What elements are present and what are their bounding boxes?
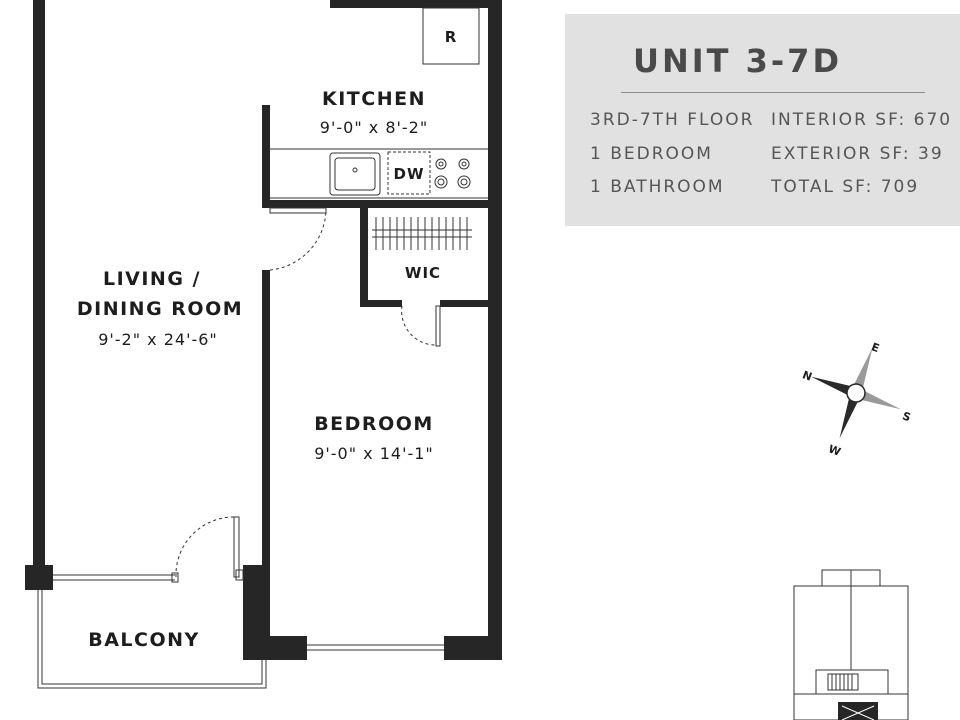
living-kitchen-partition <box>262 105 270 200</box>
kitchen-bedroom-wall <box>262 200 488 208</box>
key-plan-unit-highlight <box>838 702 878 720</box>
bedroom-wall-bottom-right <box>444 636 502 660</box>
unit-title: UNIT 3-7D <box>632 42 842 80</box>
kitchen-dims: 9'-0" x 8'-2" <box>320 118 428 137</box>
wic-shelving <box>372 217 472 250</box>
sink <box>329 152 381 196</box>
compass-e: E <box>870 340 882 355</box>
refrigerator <box>422 7 480 65</box>
floors-text: 3RD-7TH FLOOR <box>590 110 755 130</box>
total-sf-text: TOTAL SF: 709 <box>771 177 920 197</box>
kitchen-door-leaf <box>269 207 327 214</box>
balcony-door-leaf <box>233 516 240 578</box>
key-plan <box>793 569 909 720</box>
living-column <box>25 565 53 590</box>
exterior-sf-text: EXTERIOR SF: 39 <box>771 144 944 164</box>
compass-n: N <box>801 368 815 384</box>
living-label-line2: DINING ROOM <box>77 298 243 320</box>
living-label-line1: LIVING / <box>103 268 201 290</box>
compass-rose <box>810 347 902 439</box>
bedroom-count-text: 1 BEDROOM <box>590 144 713 164</box>
compass-s: S <box>901 409 914 424</box>
bedroom-label: BEDROOM <box>314 413 434 435</box>
balcony-door-swing <box>175 516 237 578</box>
windows <box>53 574 444 651</box>
sink-basin <box>334 157 376 191</box>
interior-sf-text: INTERIOR SF: 670 <box>771 110 953 130</box>
refrigerator-label: R <box>445 28 458 46</box>
title-divider <box>621 92 925 93</box>
compass-w: W <box>827 442 844 459</box>
doors <box>171 207 441 583</box>
bedroom-dims: 9'-0" x 14'-1" <box>314 444 434 463</box>
wic-door-swing <box>401 305 437 346</box>
living-west-wall <box>33 0 45 568</box>
living-dims: 9'-2" x 24'-6" <box>98 330 218 349</box>
kitchen-door-swing <box>269 209 327 271</box>
balcony-door-jamb <box>171 572 179 583</box>
wic-south-wall-left <box>360 300 402 307</box>
wic-door-leaf <box>435 305 441 347</box>
cooktop <box>434 158 471 189</box>
walls <box>25 0 502 660</box>
wic-south-wall-right <box>440 300 488 307</box>
kitchen-fixtures <box>270 7 488 199</box>
wic-label: WIC <box>405 264 441 282</box>
balcony-outline <box>37 590 267 689</box>
bedroom-wall-bottom-left <box>243 636 307 660</box>
wic-west-wall <box>360 208 368 306</box>
east-wall <box>488 0 502 660</box>
kitchen-north-wall <box>330 0 490 8</box>
living-bedroom-partition <box>262 270 270 575</box>
balcony-door-jamb-right <box>235 569 244 581</box>
unit-info-panel: UNIT 3-7D 3RD-7TH FLOOR INTERIOR SF: 670… <box>565 14 960 226</box>
dishwasher <box>387 151 431 195</box>
balcony-label: BALCONY <box>88 629 200 651</box>
kitchen-label: KITCHEN <box>322 88 426 110</box>
dishwasher-label: DW <box>394 165 425 183</box>
bathroom-count-text: 1 BATHROOM <box>590 177 725 197</box>
